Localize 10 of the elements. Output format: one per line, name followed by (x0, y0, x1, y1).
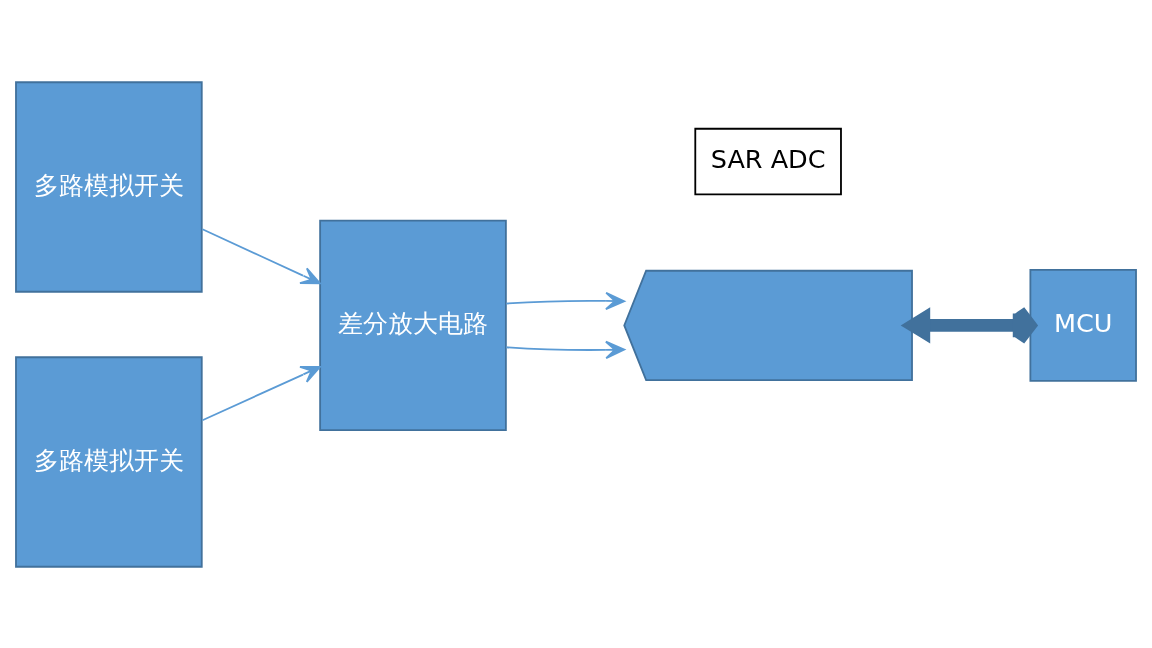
node-box: 差分放大电路 (319, 219, 507, 431)
arrow (201, 227, 321, 284)
arrow (505, 291, 626, 310)
node-box: MCU (1029, 268, 1137, 382)
arrow (505, 340, 626, 359)
node-box: 多路模拟开关 (15, 80, 203, 293)
node-pentagon (623, 269, 913, 381)
node-box: SAR ADC (694, 127, 842, 195)
node-box: 多路模拟开关 (15, 355, 203, 568)
arrow (201, 365, 321, 421)
